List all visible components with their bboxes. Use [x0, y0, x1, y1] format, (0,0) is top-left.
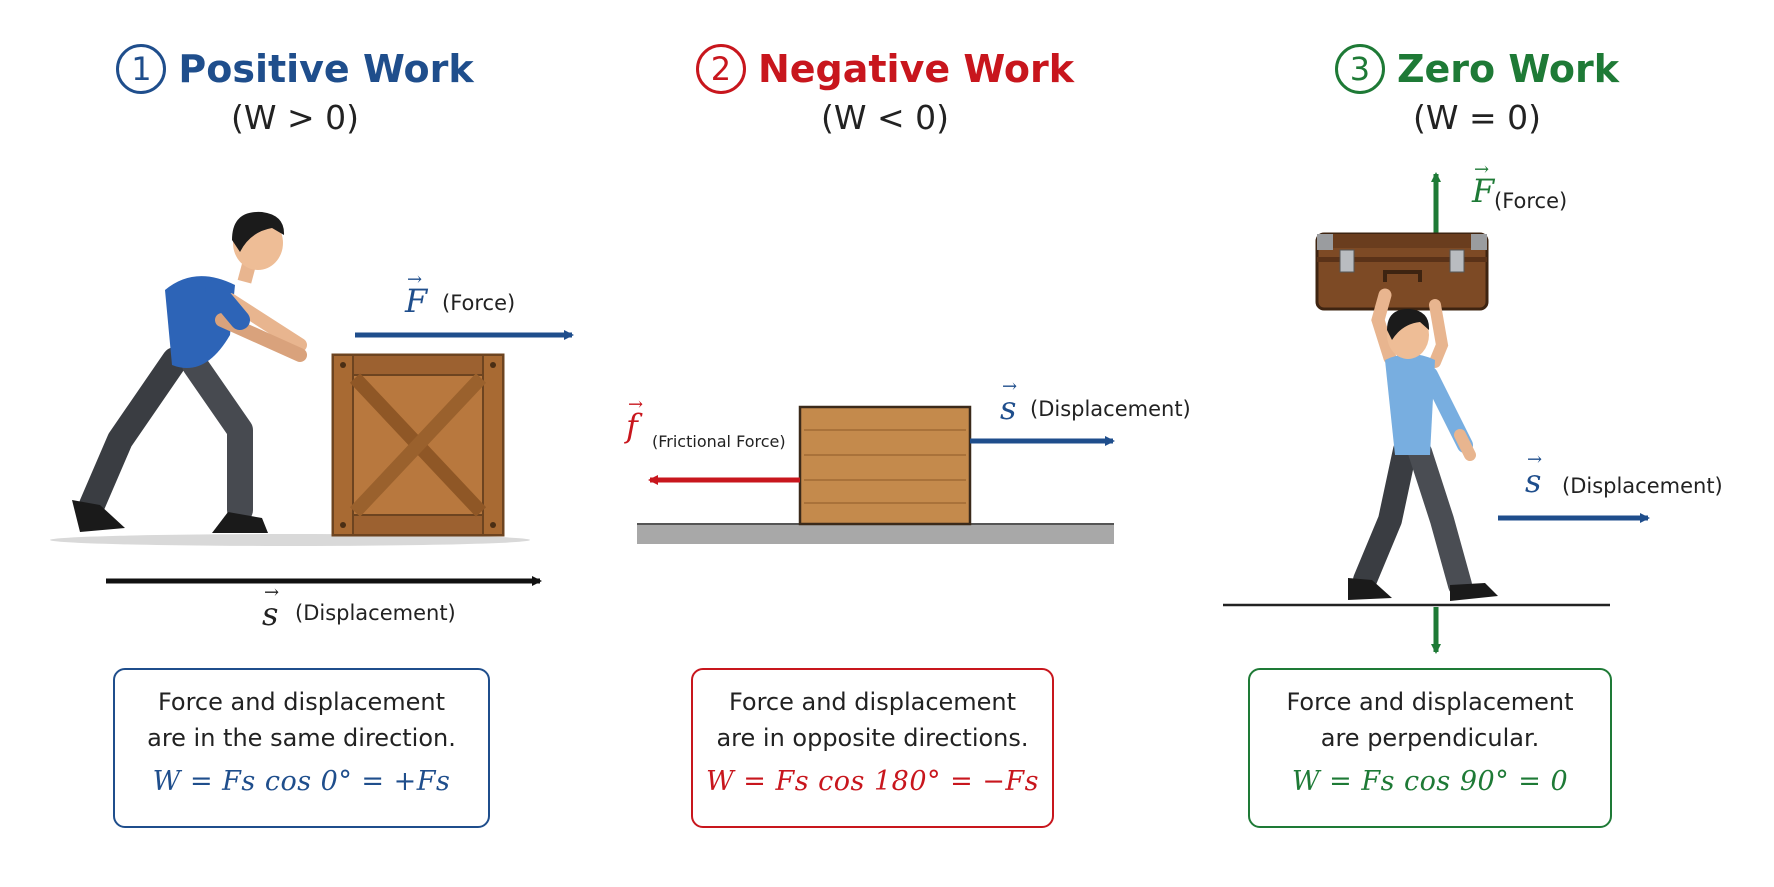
- displacement-vector-symbol: →s: [262, 582, 280, 633]
- person-pushing-icon: [72, 211, 307, 533]
- panel-title: Negative Work: [757, 47, 1075, 91]
- work-formula: W = Fs cos 0° = +Fs: [152, 766, 451, 797]
- displacement-vector-symbol: →s: [1525, 449, 1543, 500]
- work-formula: W = Fs cos 180° = −Fs: [705, 766, 1040, 797]
- panel-title: Zero Work: [1396, 47, 1620, 91]
- explanation-box: Force and displacement are perpendicular…: [1248, 668, 1612, 828]
- displacement-vector-symbol: →s: [1000, 376, 1018, 427]
- explanation-text: Force and displacement are in the same d…: [147, 688, 456, 752]
- work-formula: W = Fs cos 90° = 0: [1291, 766, 1569, 797]
- force-vector-symbol: →F: [405, 269, 428, 320]
- work-condition: (W < 0): [820, 98, 949, 137]
- force-label: (Force): [442, 291, 516, 315]
- person-carrying-icon: [1348, 288, 1498, 601]
- wooden-block: [798, 405, 972, 526]
- displacement-label: (Displacement): [295, 601, 456, 625]
- sliding-block-illustration: [637, 405, 1115, 544]
- panel-title: Positive Work: [178, 47, 474, 91]
- work-condition: (W > 0): [230, 98, 359, 137]
- force-label: (Force): [1494, 189, 1568, 213]
- number-badge: 3: [1334, 44, 1385, 94]
- work-condition: (W = 0): [1412, 98, 1541, 137]
- ground-surface: [637, 524, 1114, 544]
- displacement-label: (Displacement): [1562, 474, 1723, 498]
- force-vector-symbol: →F: [1472, 159, 1495, 210]
- explanation-box: Force and displacement are in the same d…: [113, 668, 490, 828]
- explanation-text: Force and displacement are in opposite d…: [716, 688, 1029, 752]
- explanation-text: Force and displacement are perpendicular…: [1286, 688, 1574, 752]
- pushing-crate-illustration: [50, 211, 574, 586]
- number-badge: 2: [695, 44, 746, 94]
- displacement-label: (Displacement): [1030, 397, 1191, 421]
- wooden-crate: [331, 353, 505, 537]
- explanation-box: Force and displacement are in opposite d…: [691, 668, 1054, 828]
- friction-vector-symbol: →f: [626, 394, 644, 445]
- friction-label: (Frictional Force): [652, 432, 786, 451]
- suitcase-icon: [1315, 232, 1489, 311]
- floor-shadow: [50, 534, 530, 546]
- number-badge: 1: [116, 44, 167, 94]
- carrying-suitcase-illustration: [1223, 172, 1650, 654]
